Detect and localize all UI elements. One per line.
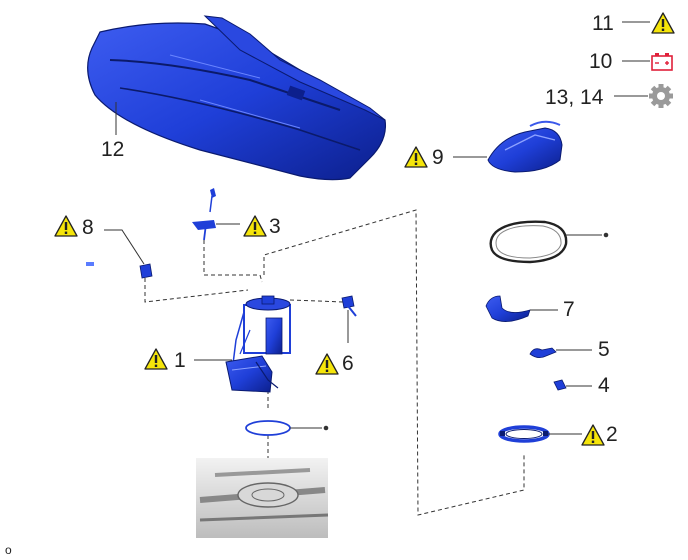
warning-icon-2 bbox=[581, 424, 605, 446]
gear-icon bbox=[649, 84, 673, 108]
retainer-ring-part-2 bbox=[498, 425, 550, 443]
bracket-part-7 bbox=[485, 295, 531, 322]
callout-5: 5 bbox=[598, 338, 610, 361]
clip-part-8 bbox=[86, 262, 153, 279]
callout-6: 6 bbox=[342, 352, 354, 375]
sub-gasket-part bbox=[489, 220, 568, 264]
callout-1: 1 bbox=[174, 349, 186, 372]
gasket-part bbox=[245, 420, 291, 436]
service-cover-part bbox=[487, 120, 563, 173]
callout-2: 2 bbox=[606, 423, 618, 446]
fuel-sender-part-6 bbox=[341, 295, 357, 317]
dashed-line-8 bbox=[144, 278, 249, 303]
corner-mark: o bbox=[5, 543, 12, 557]
warning-icon-9 bbox=[404, 146, 428, 168]
clip-part-3 bbox=[192, 188, 216, 241]
hose-part-5 bbox=[529, 347, 557, 358]
battery-icon bbox=[651, 53, 673, 71]
dashed-line-housing bbox=[263, 209, 525, 516]
warning-icon-6 bbox=[315, 353, 339, 375]
clamp-part-4 bbox=[553, 379, 567, 391]
callout-3: 3 bbox=[269, 215, 281, 238]
legend-label-13-14: 13, 14 bbox=[545, 86, 604, 109]
warning-icon-3 bbox=[243, 215, 267, 237]
warning-icon-1 bbox=[144, 348, 168, 370]
callout-8: 8 bbox=[82, 216, 94, 239]
legend-label-10: 10 bbox=[589, 50, 612, 73]
vehicle-floor-image bbox=[196, 458, 329, 538]
dashed-line-3 bbox=[203, 240, 263, 283]
callout-12: 12 bbox=[101, 138, 124, 161]
callout-7: 7 bbox=[563, 298, 575, 321]
callout-9: 9 bbox=[432, 146, 444, 169]
legend-label-11: 11 bbox=[592, 12, 614, 35]
callout-4: 4 bbox=[598, 374, 610, 397]
fuel-pump-assembly-part bbox=[225, 295, 291, 393]
dashed-line-6 bbox=[289, 299, 345, 303]
warning-icon bbox=[651, 12, 675, 34]
legend: 11 10 13, 14 bbox=[545, 12, 675, 109]
seat-cushion-part bbox=[87, 15, 387, 181]
bullet-dot bbox=[323, 425, 329, 431]
warning-icon-8 bbox=[54, 215, 78, 237]
